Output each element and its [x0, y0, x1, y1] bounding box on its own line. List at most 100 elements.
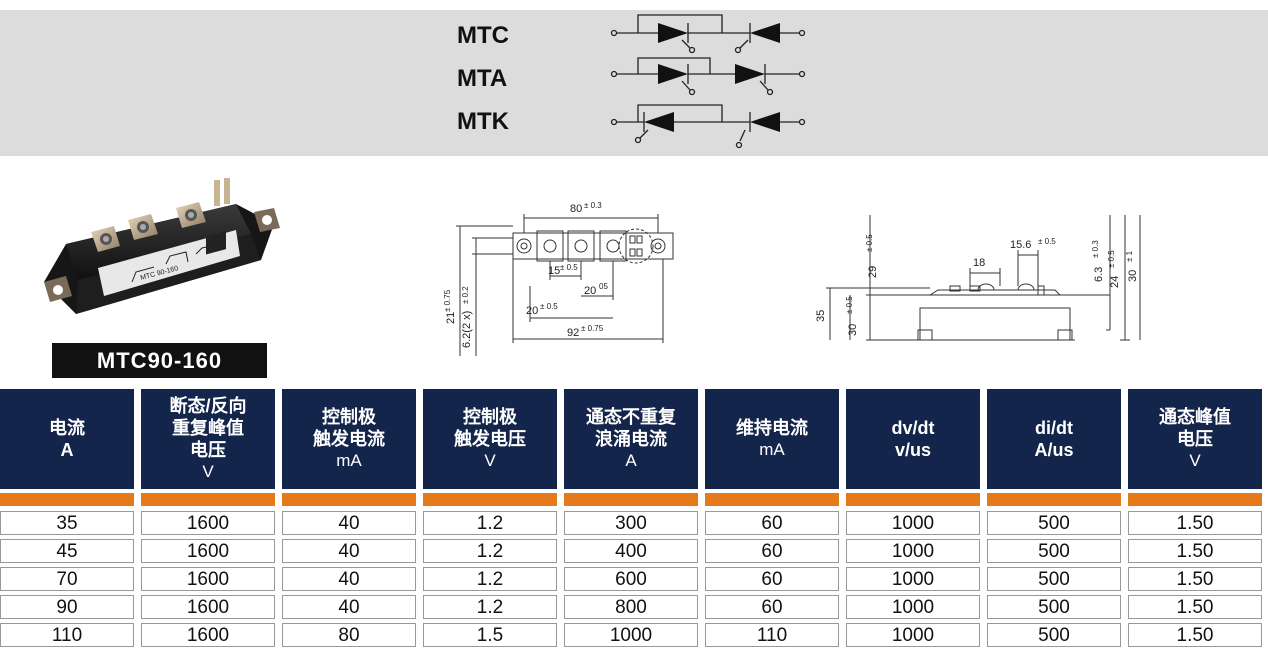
- table-cell: 35: [0, 511, 134, 535]
- dim-screw-height: 24: [1109, 276, 1121, 288]
- column-header-unit: V: [484, 451, 496, 470]
- table-cell: 1600: [141, 567, 275, 591]
- column-header-line: 断态/反向: [169, 396, 247, 416]
- table-cell: 300: [564, 511, 698, 535]
- dim-terminal-width: 15.6: [1010, 239, 1031, 251]
- column-header-unit: V: [1189, 451, 1201, 470]
- dim-screw-height-tol: ± 0.5: [1107, 250, 1116, 268]
- column-header-line: dv/dt: [891, 418, 935, 438]
- header-stripe: [423, 493, 557, 506]
- column-header-line: 维持电流: [736, 418, 808, 438]
- table-cell: 1000: [846, 539, 980, 563]
- table-cell: 60: [705, 567, 839, 591]
- variant-label-mtk: MTK: [457, 108, 509, 135]
- column-header-line: 控制极: [463, 407, 517, 427]
- table-cell: 1000: [846, 567, 980, 591]
- table-cell: 1600: [141, 623, 275, 647]
- table-cell: 1000: [846, 511, 980, 535]
- table-cell: 80: [282, 623, 416, 647]
- schematic-mta: [610, 57, 806, 96]
- circuit-schematics: [610, 14, 806, 149]
- table-cell: 60: [705, 511, 839, 535]
- schematic-mtk: [610, 104, 806, 149]
- dim-hole-tol: ± 0.2: [461, 286, 470, 304]
- dim-base-height-tol: ± 0.5: [845, 296, 854, 314]
- column-header-line: A: [60, 440, 74, 460]
- table-cell: 1.2: [423, 595, 557, 619]
- table-cell: 1.2: [423, 567, 557, 591]
- dim-gate-height: 6.3: [1093, 267, 1105, 282]
- column-header-unit: mA: [759, 440, 785, 459]
- dim-overall-length-tol: ± 0.75: [581, 324, 604, 333]
- table-cell: 110: [0, 623, 134, 647]
- table-cell: 40: [282, 595, 416, 619]
- table-cell: 70: [0, 567, 134, 591]
- header-stripe: [282, 493, 416, 506]
- dim-length: 80: [570, 203, 582, 215]
- table-cell: 60: [705, 595, 839, 619]
- column-header-line: 通态不重复: [586, 407, 676, 427]
- header-stripe: [705, 493, 839, 506]
- column-header-line: 电流: [49, 418, 85, 438]
- table-cell: 1000: [846, 623, 980, 647]
- dim-terminal-width-tol: ± 0.5: [1038, 237, 1056, 246]
- table-cell: 40: [282, 511, 416, 535]
- top-view-drawing: 80 ± 0.3 15 ± 0.5 20 05 20 ± 0.5 92 ± 0.…: [443, 201, 674, 356]
- table-cell: 500: [987, 595, 1121, 619]
- table-cell: 500: [987, 539, 1121, 563]
- dim-terminal-offset-tol: ± 0.5: [540, 302, 558, 311]
- table-cell: 90: [0, 595, 134, 619]
- header-stripe: [987, 493, 1121, 506]
- column-header-unit: V: [202, 462, 214, 481]
- table-cell: 1.2: [423, 511, 557, 535]
- table-cell: 45: [0, 539, 134, 563]
- table-cell: 40: [282, 539, 416, 563]
- dim-width: 21: [445, 312, 457, 324]
- dim-terminal-height: 29: [867, 266, 879, 278]
- table-cell: 500: [987, 567, 1121, 591]
- header-stripe: [846, 493, 980, 506]
- table-cell: 40: [282, 567, 416, 591]
- table-cell: 1600: [141, 511, 275, 535]
- table-cell: 1600: [141, 595, 275, 619]
- table-cell: 60: [705, 539, 839, 563]
- table-cell: 1.5: [423, 623, 557, 647]
- header-stripe: [564, 493, 698, 506]
- column-header-line: 浪涌电流: [595, 429, 667, 449]
- dim-gate-height-tol: ± 0.3: [1091, 240, 1100, 258]
- table-cell: 110: [705, 623, 839, 647]
- column-header-line: 控制极: [322, 407, 376, 427]
- table-cell: 1.50: [1128, 595, 1262, 619]
- column-header-unit: mA: [336, 451, 362, 470]
- table-cell: 1600: [141, 539, 275, 563]
- table-cell: 1000: [846, 595, 980, 619]
- table-cell: 500: [987, 623, 1121, 647]
- column-header-line: di/dt: [1035, 418, 1073, 438]
- dim-overall-length: 92: [567, 327, 579, 339]
- dim-terminal-spacing: 18: [973, 257, 985, 269]
- table-cell: 600: [564, 567, 698, 591]
- table-cell: 1.2: [423, 539, 557, 563]
- dim-overall-height-tol: ± 1: [1125, 250, 1134, 262]
- dim-overall-height: 30: [1127, 270, 1139, 282]
- table-cell: 1.50: [1128, 539, 1262, 563]
- column-header-line: 触发电压: [454, 429, 526, 449]
- table-cell: 500: [987, 511, 1121, 535]
- column-header-line: A/us: [1034, 440, 1074, 460]
- dim-length-tol: ± 0.3: [584, 201, 602, 210]
- table-cell: 1.50: [1128, 567, 1262, 591]
- column-header: 维持电流 mA: [705, 389, 839, 489]
- dim-pitch-tol: ± 0.5: [560, 263, 578, 272]
- header-stripe: [1128, 493, 1262, 506]
- table-cell: 1.50: [1128, 511, 1262, 535]
- dim-hole: 6.2(2 x): [461, 311, 473, 348]
- module-photo: MTC 90-160: [44, 178, 280, 314]
- variant-label-mtc: MTC: [457, 22, 509, 49]
- column-header-line: 重复峰值: [172, 418, 244, 438]
